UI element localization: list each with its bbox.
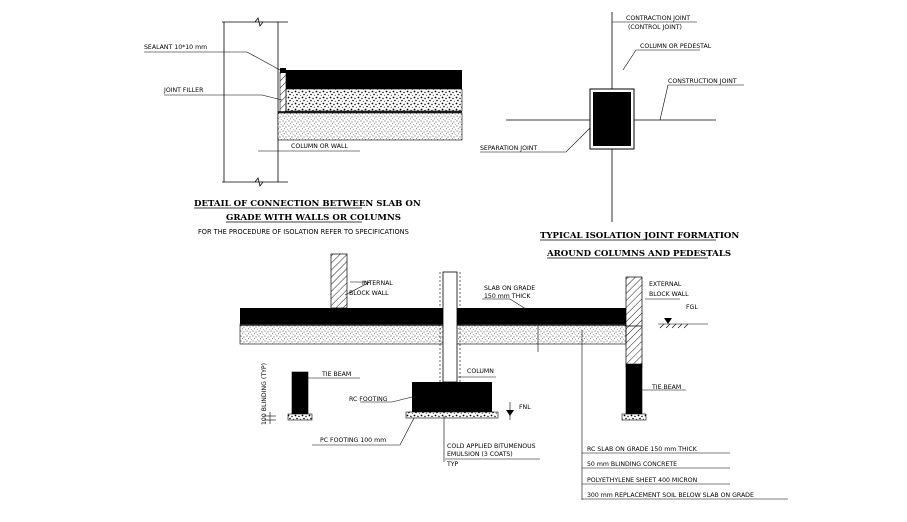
- column: [442, 271, 458, 383]
- separation-leader: [480, 127, 591, 153]
- blinding-label: 100 BLINDING (TYP): [261, 363, 268, 425]
- layer-label-2: 50 mm BLINDING CONCRETE: [587, 461, 677, 468]
- isolation-title-line-2: AROUND COLUMNS AND PEDESTALS: [546, 249, 731, 259]
- slab-leader: [482, 298, 551, 325]
- rc-footing: [412, 382, 492, 412]
- break-symbol-bottom: [254, 177, 264, 187]
- contraction-joint-label: CONTRACTION JOINT: [626, 15, 690, 22]
- pc-footing: [405, 411, 499, 419]
- bitumen-label-1: COLD APPLIED BITUMENOUS: [447, 443, 536, 450]
- section-soil: [239, 323, 627, 345]
- internal-block-wall-label: BLOCK WALL: [349, 290, 389, 297]
- bitumen-label-2: EMULSION (3 COATS): [447, 451, 513, 458]
- detail-subtitle: FOR THE PROCEDURE OF ISOLATION REFER TO …: [198, 228, 409, 236]
- construction-leader: [659, 84, 744, 121]
- internal-wall-label: INTERNAL: [362, 280, 393, 287]
- sealant-leader: [144, 51, 281, 71]
- layer-label-1: RC SLAB ON GRADE 150 mm THICK: [587, 446, 698, 453]
- slab-label: SLAB ON GRADE: [484, 285, 535, 292]
- pc-footing-leader: [312, 417, 415, 446]
- section-slab: [240, 308, 626, 324]
- isolation-joint-detail: CONTRACTION JOINT (CONTROL JOINT) COLUMN…: [480, 12, 744, 259]
- internal-wall-leader: [344, 281, 371, 296]
- external-block-wall: [625, 276, 643, 368]
- column-pedestal-label: COLUMN OR PEDESTAL: [640, 43, 712, 50]
- construction-joint-label: CONSTRUCTION JOINT: [668, 78, 737, 85]
- fgl-label: FGL: [686, 304, 698, 311]
- rc-footing-label: RC FOOTING: [349, 396, 388, 403]
- slab-thickness-label: 150 mm THICK: [484, 293, 531, 300]
- rc-footing-leader: [360, 396, 413, 403]
- control-joint-label: (CONTROL JOINT): [628, 24, 682, 31]
- detail-title-line-2: GRADE WITH WALLS OR COLUMNS: [226, 213, 401, 223]
- tie-beam-right-label: TIE BEAM: [651, 384, 681, 391]
- fnl-label: FNL: [519, 404, 531, 411]
- tie-beam-left-label: TIE BEAM: [321, 371, 351, 378]
- blinding-layer: [285, 88, 463, 112]
- layer-label-4: 300 mm REPLACEMENT SOIL BELOW SLAB ON GR…: [587, 492, 754, 499]
- slab-wall-connection-detail: SEALANT 10*10 mm JOINT FILLER COLUMN OR …: [144, 17, 463, 236]
- layer-label-3: POLYETHYLENE SHEET 400 MICRON: [587, 477, 698, 484]
- column-pedestal: [593, 92, 631, 146]
- column-or-wall-label: COLUMN OR WALL: [291, 143, 348, 150]
- replacement-soil: [277, 112, 463, 141]
- joint-filler-label: JOINT FILLER: [163, 87, 204, 94]
- sealant-label: SEALANT 10*10 mm: [144, 44, 207, 51]
- fgl-marker: [664, 318, 672, 324]
- pedestal-leader: [622, 49, 700, 71]
- external-block-wall-label: BLOCK WALL: [649, 291, 689, 298]
- joint-filler: [279, 71, 287, 113]
- typ-label: TYP: [446, 461, 459, 468]
- pc-footing-label: PC FOOTING 100 mm: [320, 437, 386, 444]
- slab-section: INTERNAL BLOCK WALL SLAB ON GRADE 150 mm…: [239, 253, 788, 500]
- column-label: COLUMN: [467, 368, 494, 375]
- slab-concrete: [286, 70, 462, 89]
- external-wall-label: EXTERNAL: [649, 281, 682, 288]
- detail-title-line-1: DETAIL OF CONNECTION BETWEEN SLAB ON: [194, 199, 421, 209]
- sealant: [280, 68, 286, 73]
- tie-beam-right: [625, 363, 643, 415]
- tie-beam-left: [291, 371, 309, 415]
- joint-filler-leader: [164, 94, 283, 101]
- isolation-title-line-1: TYPICAL ISOLATION JOINT FORMATION: [540, 231, 739, 241]
- fnl-marker: [506, 410, 514, 416]
- internal-block-wall: [330, 253, 348, 309]
- separation-joint-label: SEPARATION JOINT: [480, 145, 537, 152]
- break-symbol-top: [254, 17, 264, 27]
